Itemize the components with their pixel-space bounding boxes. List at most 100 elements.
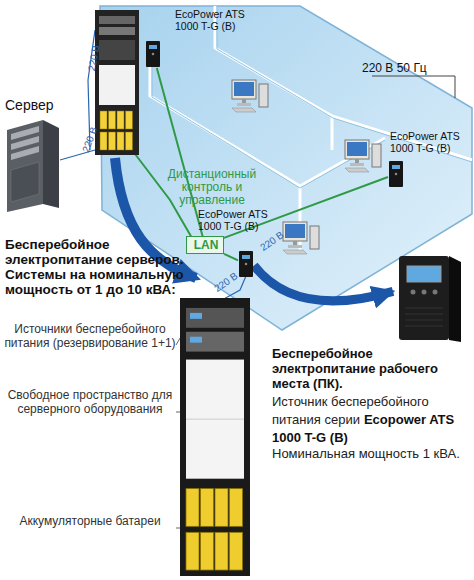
vent: [405, 325, 443, 326]
section-heading: Бесперебойное электропитание серверов. С…: [5, 237, 185, 297]
ups-module: [99, 16, 135, 24]
workstation: [345, 140, 381, 172]
monitor: [345, 140, 369, 159]
ups-module: [186, 308, 244, 328]
voltage-label: 220 В: [80, 112, 105, 154]
server-module: [99, 40, 135, 60]
voltage-label: 220 В: [212, 262, 252, 295]
ups-symbol: [388, 160, 404, 188]
ups-button: [152, 53, 155, 56]
pc-tower: [259, 84, 268, 107]
callout-label: Аккумуляторные батареи: [4, 514, 176, 528]
ups-module: [186, 332, 244, 352]
workstation: [283, 222, 319, 254]
mains-line: [372, 76, 455, 98]
text-group: Бесперебойное электропитание рабочего ме…: [272, 346, 472, 461]
battery: [186, 532, 199, 570]
workstation: [232, 80, 268, 112]
lan-link: [224, 254, 238, 260]
battery: [186, 489, 199, 527]
network-label: LAN: [187, 238, 225, 252]
screen: [285, 224, 305, 238]
keyboard: [232, 108, 256, 112]
server-side: [43, 120, 59, 208]
stand: [293, 241, 297, 245]
ups-display: [149, 45, 157, 49]
screen: [347, 142, 367, 156]
battery: [100, 132, 107, 150]
battery: [117, 111, 124, 129]
description: Номинальная мощность 1 кВА.: [272, 446, 472, 461]
vent: [405, 307, 443, 308]
ups-display: [392, 165, 400, 169]
ups-body: [239, 251, 253, 277]
ups-button: [422, 290, 427, 295]
battery: [230, 489, 243, 527]
ups-vents: [405, 308, 443, 326]
ups-display: [190, 313, 202, 319]
rack-frame: [180, 298, 250, 576]
screen: [234, 82, 254, 96]
ups-body: [389, 161, 403, 187]
monitor: [232, 80, 256, 99]
stand-base: [288, 245, 302, 248]
keyboard: [345, 168, 369, 172]
device-label: EcoPower ATS 1000 T-G (B): [198, 208, 284, 232]
shelf: [186, 419, 244, 420]
server-grille: [11, 162, 39, 202]
callout-label: Источники бесперебойного питания (резерв…: [4, 322, 176, 350]
server-symbol: [5, 118, 61, 214]
battery: [100, 111, 107, 129]
voltage-label: 220 В: [86, 31, 105, 72]
stand-base: [350, 163, 364, 166]
wall: [331, 116, 334, 150]
pc-tower: [372, 144, 381, 167]
monitor: [283, 222, 307, 241]
ups-symbol: [145, 40, 161, 68]
battery: [201, 489, 214, 527]
server-front: [7, 120, 43, 212]
ups-unit: EcoPower ATS 1000 T-G (B): [388, 160, 404, 188]
ups-tower: Бесперебойное электропитание рабочего ме…: [393, 252, 465, 344]
stand-base: [237, 103, 251, 106]
network-box: LAN: [186, 236, 224, 254]
battery: [109, 111, 116, 129]
battery: [230, 532, 243, 570]
pc-tower: [310, 226, 319, 249]
battery: [215, 532, 228, 570]
zoom-arrow: [254, 265, 393, 300]
ups-button: [411, 290, 416, 295]
server-unit: Сервер: [5, 118, 61, 214]
ups-symbol: [238, 250, 254, 278]
server-rack: Бесперебойное электропитание серверов. С…: [180, 298, 250, 576]
battery: [117, 132, 124, 150]
ups-button: [433, 290, 438, 295]
lan-link: [157, 68, 203, 236]
stand: [355, 159, 359, 163]
mains-label: 220 В 50 Гц: [362, 61, 462, 75]
keyboard: [283, 250, 307, 254]
paragraph: Источник бесперебойного питания серииEco…: [272, 392, 472, 446]
drive-bay: [11, 146, 39, 160]
ups-display: [407, 266, 441, 282]
device-label: EcoPower ATS 1000 T-G (B): [390, 130, 474, 154]
vent: [405, 319, 443, 320]
device-label: Сервер: [5, 97, 85, 113]
ups-body: [399, 256, 449, 340]
ups-button: [245, 263, 248, 266]
voltage-label: 220 В: [258, 221, 298, 254]
rack-symbol: [180, 298, 250, 576]
ups-side: [449, 256, 461, 342]
battery: [201, 532, 214, 570]
free-space: [186, 360, 244, 479]
stand: [242, 99, 246, 103]
ups-display: [190, 337, 202, 343]
battery: [126, 132, 133, 150]
ups-unit: EcoPower ATS 1000 T-G (B): [238, 250, 254, 278]
ups-tower-symbol: [393, 252, 465, 344]
battery: [126, 111, 133, 129]
office-walls: [150, 6, 472, 252]
